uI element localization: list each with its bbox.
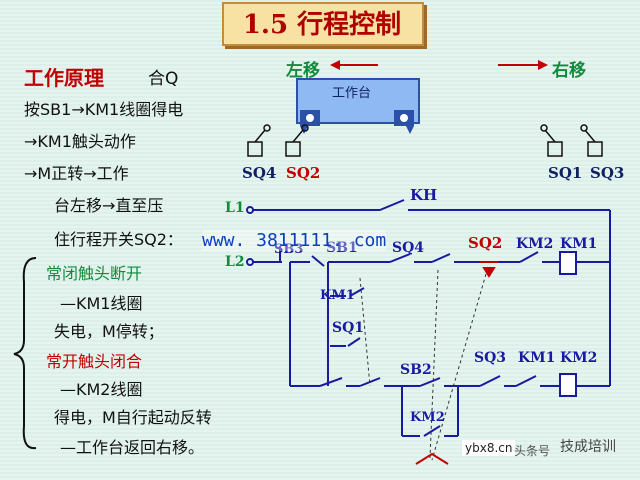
nc-heading: 常闭触头断开 bbox=[46, 264, 143, 283]
no-line-2: 得电，M自行起动反转 bbox=[54, 408, 212, 427]
worktable-label: 工作台 bbox=[332, 86, 372, 101]
title-box bbox=[222, 2, 424, 46]
principle-heading: 工作原理 bbox=[24, 66, 104, 90]
KM2-top-label: KM2 bbox=[516, 236, 554, 252]
brace-icon bbox=[13, 257, 37, 450]
SQ2-circuit-label: SQ2 bbox=[468, 234, 503, 252]
sq2-label: SQ2 bbox=[286, 164, 321, 182]
no-line-1: —KM2线圈 bbox=[60, 380, 143, 399]
close-q-text: 合Q bbox=[148, 69, 179, 89]
sq3-label: SQ3 bbox=[590, 164, 625, 182]
KM2-coil-label: KM2 bbox=[560, 350, 598, 366]
principle-line-1: 按SB1→KM1线圈得电 bbox=[24, 100, 184, 119]
principle-line-4: 台左移→直至压 bbox=[54, 196, 164, 215]
SB2-label: SB2 bbox=[400, 362, 432, 378]
KM1-aux-label: KM1 bbox=[320, 288, 355, 303]
no-heading: 常开触头闭合 bbox=[46, 352, 143, 371]
page-title: 1.5 行程控制 bbox=[242, 10, 402, 40]
L2-label: L2 bbox=[225, 254, 245, 270]
nc-line-1: —KM1线圈 bbox=[60, 294, 143, 313]
KM2-aux-label: KM2 bbox=[410, 410, 445, 425]
principle-line-3: →M正转→工作 bbox=[24, 164, 129, 183]
control-circuit-diagram bbox=[246, 199, 611, 465]
watermark-brand: 技成培训 bbox=[560, 439, 616, 455]
limit-switch-right-icon bbox=[540, 124, 603, 157]
SQ3-circuit-label: SQ3 bbox=[474, 350, 507, 366]
L1-label: L1 bbox=[225, 200, 245, 216]
limit-switch-left-icon bbox=[247, 124, 309, 157]
KM1-coil-label: KM1 bbox=[560, 236, 598, 252]
KH-label: KH bbox=[410, 186, 438, 204]
watermark-site: ybx8.cn bbox=[462, 440, 516, 456]
no-line-3: —工作台返回右移。 bbox=[60, 438, 205, 457]
worktable-stops-icon bbox=[300, 110, 414, 134]
watermark-url: www. 3811111. com bbox=[202, 230, 387, 251]
nc-line-2: 失电，M停转； bbox=[54, 322, 164, 341]
SB1-label: SB1 bbox=[326, 240, 358, 256]
principle-line-2: →KM1触头动作 bbox=[24, 132, 136, 151]
principle-line-5: 住行程开关SQ2： bbox=[54, 230, 183, 249]
left-arrow-icon bbox=[330, 60, 378, 70]
SQ1-circuit-label: SQ1 bbox=[332, 320, 365, 336]
left-move-label: 左移 bbox=[286, 61, 320, 81]
watermark-logo: 头条号 bbox=[514, 444, 551, 458]
right-arrow-icon bbox=[498, 60, 548, 70]
KM1-bot-label: KM1 bbox=[518, 350, 556, 366]
SB3-label: SB3 bbox=[274, 242, 304, 257]
sq4-label: SQ4 bbox=[242, 164, 277, 182]
sq1-label: SQ1 bbox=[548, 164, 583, 182]
right-move-label: 右移 bbox=[552, 61, 586, 81]
SQ4-circuit-label: SQ4 bbox=[392, 240, 425, 256]
